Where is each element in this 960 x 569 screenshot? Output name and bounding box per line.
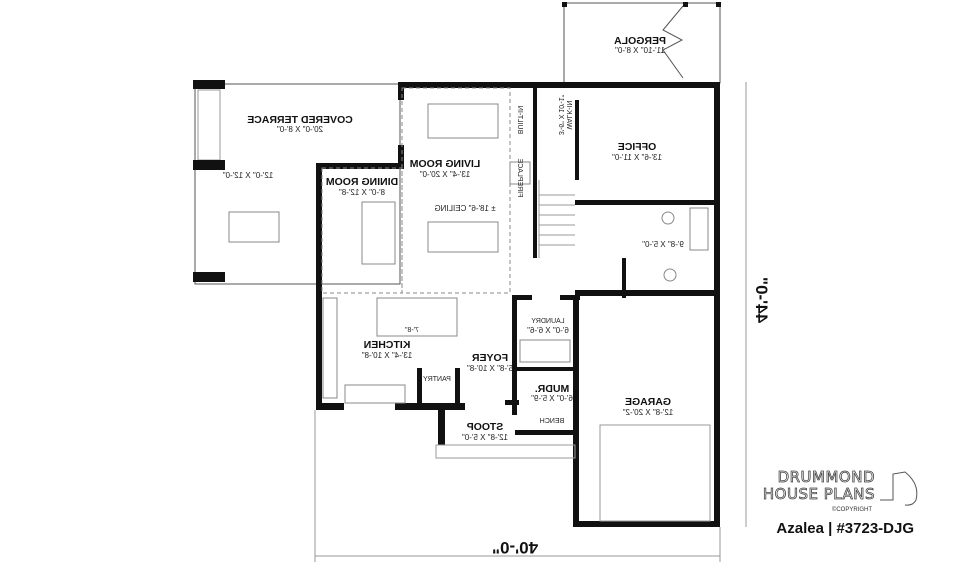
living-room-name: LIVING ROOM bbox=[409, 158, 480, 170]
room-label-foyer: FOYER 5'-8" X 10'-8" bbox=[467, 352, 513, 373]
kitchen-counter bbox=[322, 297, 338, 399]
stoop-name: STOOP bbox=[467, 421, 504, 433]
pergola-door bbox=[662, 5, 684, 79]
logo-copyright: ©COPYRIGHT bbox=[832, 506, 872, 513]
pergola-dims: 11'-10" X 8'-0" bbox=[615, 46, 665, 55]
interior-lines bbox=[321, 87, 711, 522]
stoop-dims: 12'-8" X 5'-0" bbox=[462, 433, 508, 442]
mudroom-name: MUDR. bbox=[535, 383, 569, 395]
walk-in-name: WALK-IN bbox=[565, 101, 572, 130]
office-dims: 13'-6" X 11'-0" bbox=[612, 153, 662, 162]
room-label-garage: GARAGE 12'-8" X 20'-2" bbox=[623, 396, 674, 417]
room-label-stoop: STOOP 12'-8" X 5'-0" bbox=[462, 421, 508, 442]
bathroom-dims: 9'-8" X 5'-0" bbox=[642, 240, 684, 249]
room-label-pantry: PANTRY bbox=[423, 376, 451, 383]
terrace-outline bbox=[194, 83, 401, 285]
label-walk-in: WALK-IN 3'-6" X 10'-1" bbox=[557, 94, 572, 135]
walk-in-dims: 3'-6" X 10'-1" bbox=[557, 94, 564, 135]
dimension-lines bbox=[314, 82, 747, 562]
terrace-dims-2: 12'-0" X 12'-0" bbox=[223, 171, 274, 180]
sofa bbox=[427, 103, 499, 139]
garage-dims: 12'-8" X 20'-2" bbox=[623, 408, 674, 417]
logo-line-2: HOUSE PLANS bbox=[763, 485, 875, 503]
drummond-logo: DRUMMOND HOUSE PLANS ©COPYRIGHT bbox=[763, 468, 918, 513]
covered-terrace bbox=[193, 80, 401, 285]
terrace-pillar bbox=[193, 160, 225, 170]
terrace-name: COVERED TERRACE bbox=[247, 114, 353, 126]
fireplace-name: FIREPLACE bbox=[516, 158, 523, 197]
pergola-post bbox=[562, 2, 567, 7]
bathtub bbox=[689, 207, 709, 251]
walls bbox=[316, 82, 720, 527]
stairs bbox=[538, 180, 575, 258]
room-label-dining-room: DINING ROOM 8'-0" X 12'-8" bbox=[326, 176, 399, 197]
dining-table bbox=[361, 201, 396, 265]
room-label-pergola: PERGOLA 11'-10" X 8'-0" bbox=[614, 35, 666, 55]
dimension-width: 40'-0" bbox=[492, 538, 538, 557]
garage-name: GARAGE bbox=[625, 396, 671, 408]
island-dims: 7'-8" bbox=[405, 327, 419, 334]
pergola-post bbox=[683, 2, 688, 7]
label-built-in: BUILT-IN bbox=[516, 106, 523, 134]
pergola-post bbox=[716, 2, 721, 7]
label-fireplace: FIREPLACE bbox=[516, 158, 523, 197]
toilet bbox=[663, 268, 677, 282]
planter bbox=[197, 89, 221, 161]
built-in-name: BUILT-IN bbox=[516, 106, 523, 134]
kitchen-sink-counter bbox=[344, 384, 406, 404]
room-label-kitchen: KITCHEN 13'-4" X 10'-8" 7'-8" bbox=[362, 327, 419, 360]
terrace-pillar bbox=[193, 80, 225, 89]
dining-room-name: DINING ROOM bbox=[326, 176, 399, 188]
terrace-dims: 20'-0" X 8'-0" bbox=[277, 125, 323, 134]
room-label-mudroom: MUDR. 6'-0" X 5'-9" BENCH bbox=[531, 383, 573, 425]
foyer-dims: 5'-8" X 10'-8" bbox=[467, 364, 513, 373]
room-label-living-room: LIVING ROOM 13'-4" X 20'-0" ± 18'-6" CEI… bbox=[409, 158, 495, 213]
living-room-ceiling: ± 18'-6" CEILING bbox=[434, 204, 495, 213]
plan-name: Azalea | #3723-DJG bbox=[776, 520, 914, 537]
fireplace-hearth bbox=[509, 161, 531, 185]
room-label-office: OFFICE 13'-6" X 11'-0" bbox=[612, 141, 662, 162]
terrace-table bbox=[228, 211, 280, 243]
dining-room-dims: 8'-0" X 12'-8" bbox=[339, 188, 385, 197]
laundry-dims: 6'-0" X 6'-6" bbox=[527, 326, 569, 335]
room-label-covered-terrace: COVERED TERRACE 20'-0" X 8'-0" 12'-0" X … bbox=[223, 114, 353, 180]
laundry-name: LAUNDRY bbox=[531, 318, 565, 325]
kitchen-dims: 13'-4" X 10'-8" bbox=[362, 351, 413, 360]
room-label-bathroom: 9'-8" X 5'-0" bbox=[642, 240, 684, 249]
terrace-pillar bbox=[193, 272, 225, 282]
washer-dryer bbox=[519, 339, 571, 363]
kitchen-island bbox=[376, 297, 458, 337]
foyer-name: FOYER bbox=[471, 352, 508, 364]
kitchen-name: KITCHEN bbox=[364, 339, 411, 351]
room-label-laundry: LAUNDRY 6'-0" X 6'-6" bbox=[527, 318, 569, 335]
mudroom-dims: 6'-0" X 5'-9" bbox=[531, 394, 573, 403]
sofa bbox=[427, 221, 499, 253]
living-room-dims: 13'-4" X 20'-0" bbox=[420, 170, 471, 179]
toilet bbox=[661, 211, 675, 225]
depth-label: 44'-0" bbox=[752, 277, 771, 323]
dimension-depth: 44'-0" bbox=[752, 277, 771, 323]
width-label: 40'-0" bbox=[492, 538, 538, 557]
pergola-name: PERGOLA bbox=[614, 35, 666, 47]
pantry-name: PANTRY bbox=[423, 376, 451, 383]
logo-mark-icon bbox=[880, 471, 918, 506]
bench-label: BENCH bbox=[540, 418, 565, 425]
logo-line-1: DRUMMOND bbox=[778, 468, 875, 486]
office-name: OFFICE bbox=[618, 141, 657, 153]
